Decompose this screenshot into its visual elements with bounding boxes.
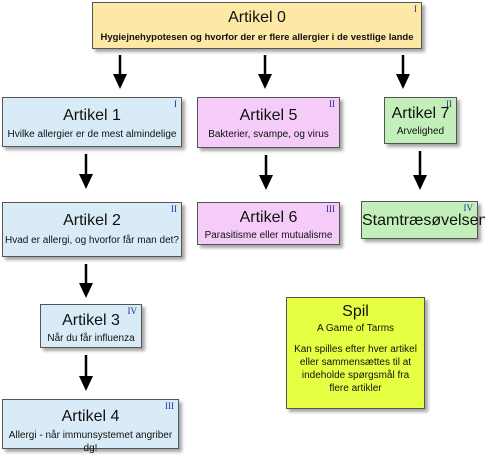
node-subtitle: Når du får influenza [47, 333, 135, 344]
roman-numeral: I [174, 99, 177, 109]
arrowhead-artikel0-to-artikel7 [396, 74, 410, 89]
node-artikel0: I Artikel 0 Hygiejnehypotesen og hvorfor… [92, 2, 422, 49]
node-title: Artikel 3 [62, 312, 120, 329]
node-spil: Spil A Game of Tarms Kan spilles efter h… [286, 297, 425, 409]
node-subtitle: Hygiejnehypotesen og hvorfor der er fler… [100, 32, 414, 43]
roman-numeral: IV [463, 203, 474, 213]
arrowhead-artikel0-to-artikel1 [113, 74, 127, 89]
node-artikel3: IV Artikel 3 Når du får influenza [40, 304, 142, 348]
node-subtitle: Hvad er allergi, og hvorfor får man det? [5, 235, 179, 246]
node-artikel6: III Artikel 6 Parasitisme eller mutualis… [197, 202, 340, 245]
roman-numeral: II [446, 99, 452, 109]
node-title: Artikel 5 [239, 107, 298, 124]
node-title: Stamtræsøvelsen [362, 212, 485, 229]
node-title: Artikel 4 [61, 408, 120, 425]
arrowhead-artikel0-to-artikel5 [258, 74, 272, 89]
arrowhead-artikel5-to-artikel6 [259, 175, 273, 190]
roman-numeral: III [165, 401, 174, 411]
node-title: Artikel 1 [63, 107, 121, 124]
roman-numeral: I [414, 4, 417, 14]
node-title: Artikel 7 [391, 105, 450, 122]
node-title: Spil [342, 303, 369, 320]
node-subtitle: Arvelighed [396, 126, 445, 137]
arrowhead-artikel2-to-artikel3 [79, 283, 93, 298]
node-title: Artikel 6 [239, 209, 298, 226]
roman-numeral: III [326, 204, 335, 214]
node-subtitle: A Game of Tarms [316, 323, 395, 334]
arrowhead-artikel1-to-artikel2 [79, 174, 93, 189]
node-artikel7: II Artikel 7 Arvelighed [384, 97, 457, 144]
node-subtitle: Allergi - når immunsystemet angriber dg! [8, 430, 173, 454]
node-stamtraesovelsen: IV Stamtræsøvelsen [361, 201, 485, 239]
arrowhead-artikel3-to-artikel4 [79, 376, 93, 391]
roman-numeral: II [329, 99, 335, 109]
node-description: Kan spilles efter hver artikel eller sam… [294, 344, 417, 394]
node-artikel1: I Artikel 1 Hvilke allergier er de mest … [2, 97, 182, 147]
node-title: Artikel 0 [228, 9, 286, 26]
node-artikel2: II Artikel 2 Hvad er allergi, og hvorfor… [2, 202, 182, 257]
node-title: Artikel 2 [63, 212, 121, 229]
node-artikel5: II Artikel 5 Bakterier, svampe, og virus [197, 97, 340, 148]
arrowhead-artikel7-to-stamtrae [413, 175, 427, 190]
roman-numeral: II [171, 204, 177, 214]
node-subtitle: Bakterier, svampe, og virus [208, 129, 329, 140]
node-subtitle: Parasitisme eller mutualisme [204, 230, 333, 241]
node-artikel4: III Artikel 4 Allergi - når immunsysteme… [2, 399, 179, 454]
node-subtitle: Hvilke allergier er de mest almindelige [7, 129, 177, 140]
roman-numeral: IV [127, 306, 138, 316]
